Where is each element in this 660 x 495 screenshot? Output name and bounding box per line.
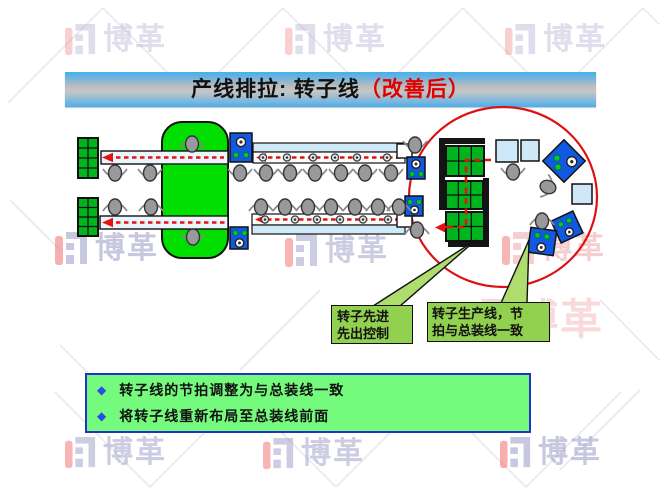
conveyor-rollers <box>258 153 392 162</box>
callout-text: 转子先进 <box>337 308 390 324</box>
operator <box>378 164 404 182</box>
operator <box>539 173 557 198</box>
operator <box>302 164 328 182</box>
callout-takt: 转子生产线，节 拍与总装线一致 <box>427 302 550 342</box>
slide-title: 产线排拉: 转子线 <box>191 78 360 101</box>
summary-item: ◆ 转子线的节拍调整为与总装线一致 <box>97 380 529 400</box>
operator <box>248 198 274 216</box>
diamond-bullet-icon: ◆ <box>97 383 107 397</box>
summary-text: 将转子线重新布局至总装线前面 <box>119 408 330 424</box>
operator <box>500 163 526 181</box>
callout-text: 拍与总装线一致 <box>432 323 524 338</box>
operator <box>352 164 378 182</box>
flow-arrow-icon <box>102 152 113 163</box>
operator <box>295 198 321 216</box>
summary-item: ◆ 将转子线重新布局至总装线前面 <box>97 406 529 426</box>
conveyor-lower-left <box>99 215 229 230</box>
operator <box>277 164 303 182</box>
storage-rack <box>77 137 99 179</box>
machine <box>541 138 587 184</box>
operator <box>180 228 206 246</box>
rotor-rack <box>445 180 484 210</box>
operator <box>138 198 164 216</box>
summary-box: ◆ 转子线的节拍调整为与总装线一致 ◆ 将转子线重新布局至总装线前面 <box>85 373 531 433</box>
operator <box>318 198 344 216</box>
machine <box>406 156 426 180</box>
conveyor-lower-main <box>251 213 406 235</box>
operator <box>529 212 555 230</box>
workbench <box>571 183 593 205</box>
operator <box>102 164 128 182</box>
operator <box>328 164 354 182</box>
machine <box>229 226 249 250</box>
operators <box>102 135 557 246</box>
operator <box>342 198 368 216</box>
conveyor-rollers <box>260 215 393 224</box>
operator <box>179 135 205 153</box>
operator <box>227 164 253 182</box>
operator <box>402 136 428 154</box>
fifo-flow-path <box>435 158 491 233</box>
conveyor-upper-left <box>100 150 229 165</box>
workbench <box>520 139 540 162</box>
conveyor-upper-main <box>252 142 406 164</box>
slide-title-highlight: （改善后） <box>359 78 470 101</box>
operator <box>272 198 298 216</box>
operator <box>386 198 412 216</box>
improvement-area-circle <box>407 105 599 289</box>
callout-text: 转子生产线，节 <box>432 306 524 321</box>
machine <box>229 132 253 163</box>
callout-fifo: 转子先进 先出控制 <box>331 305 413 344</box>
workbench <box>495 139 519 163</box>
operator <box>137 164 163 182</box>
callout-tail <box>370 239 477 307</box>
operator <box>253 164 279 182</box>
operator <box>365 198 391 216</box>
slide-title-bar: 产线排拉: 转子线（改善后） <box>65 72 596 107</box>
flow-arrow-icon <box>102 217 113 228</box>
callout-tail <box>499 239 530 304</box>
operator <box>102 198 128 216</box>
callout-text: 先出控制 <box>337 325 390 341</box>
diamond-bullet-icon: ◆ <box>97 409 107 423</box>
machine <box>526 226 558 257</box>
summary-text: 转子线的节拍调整为与总装线一致 <box>119 382 345 398</box>
flow-arrow-icon <box>435 222 445 233</box>
storage-rack <box>77 197 99 237</box>
operator <box>404 221 430 239</box>
